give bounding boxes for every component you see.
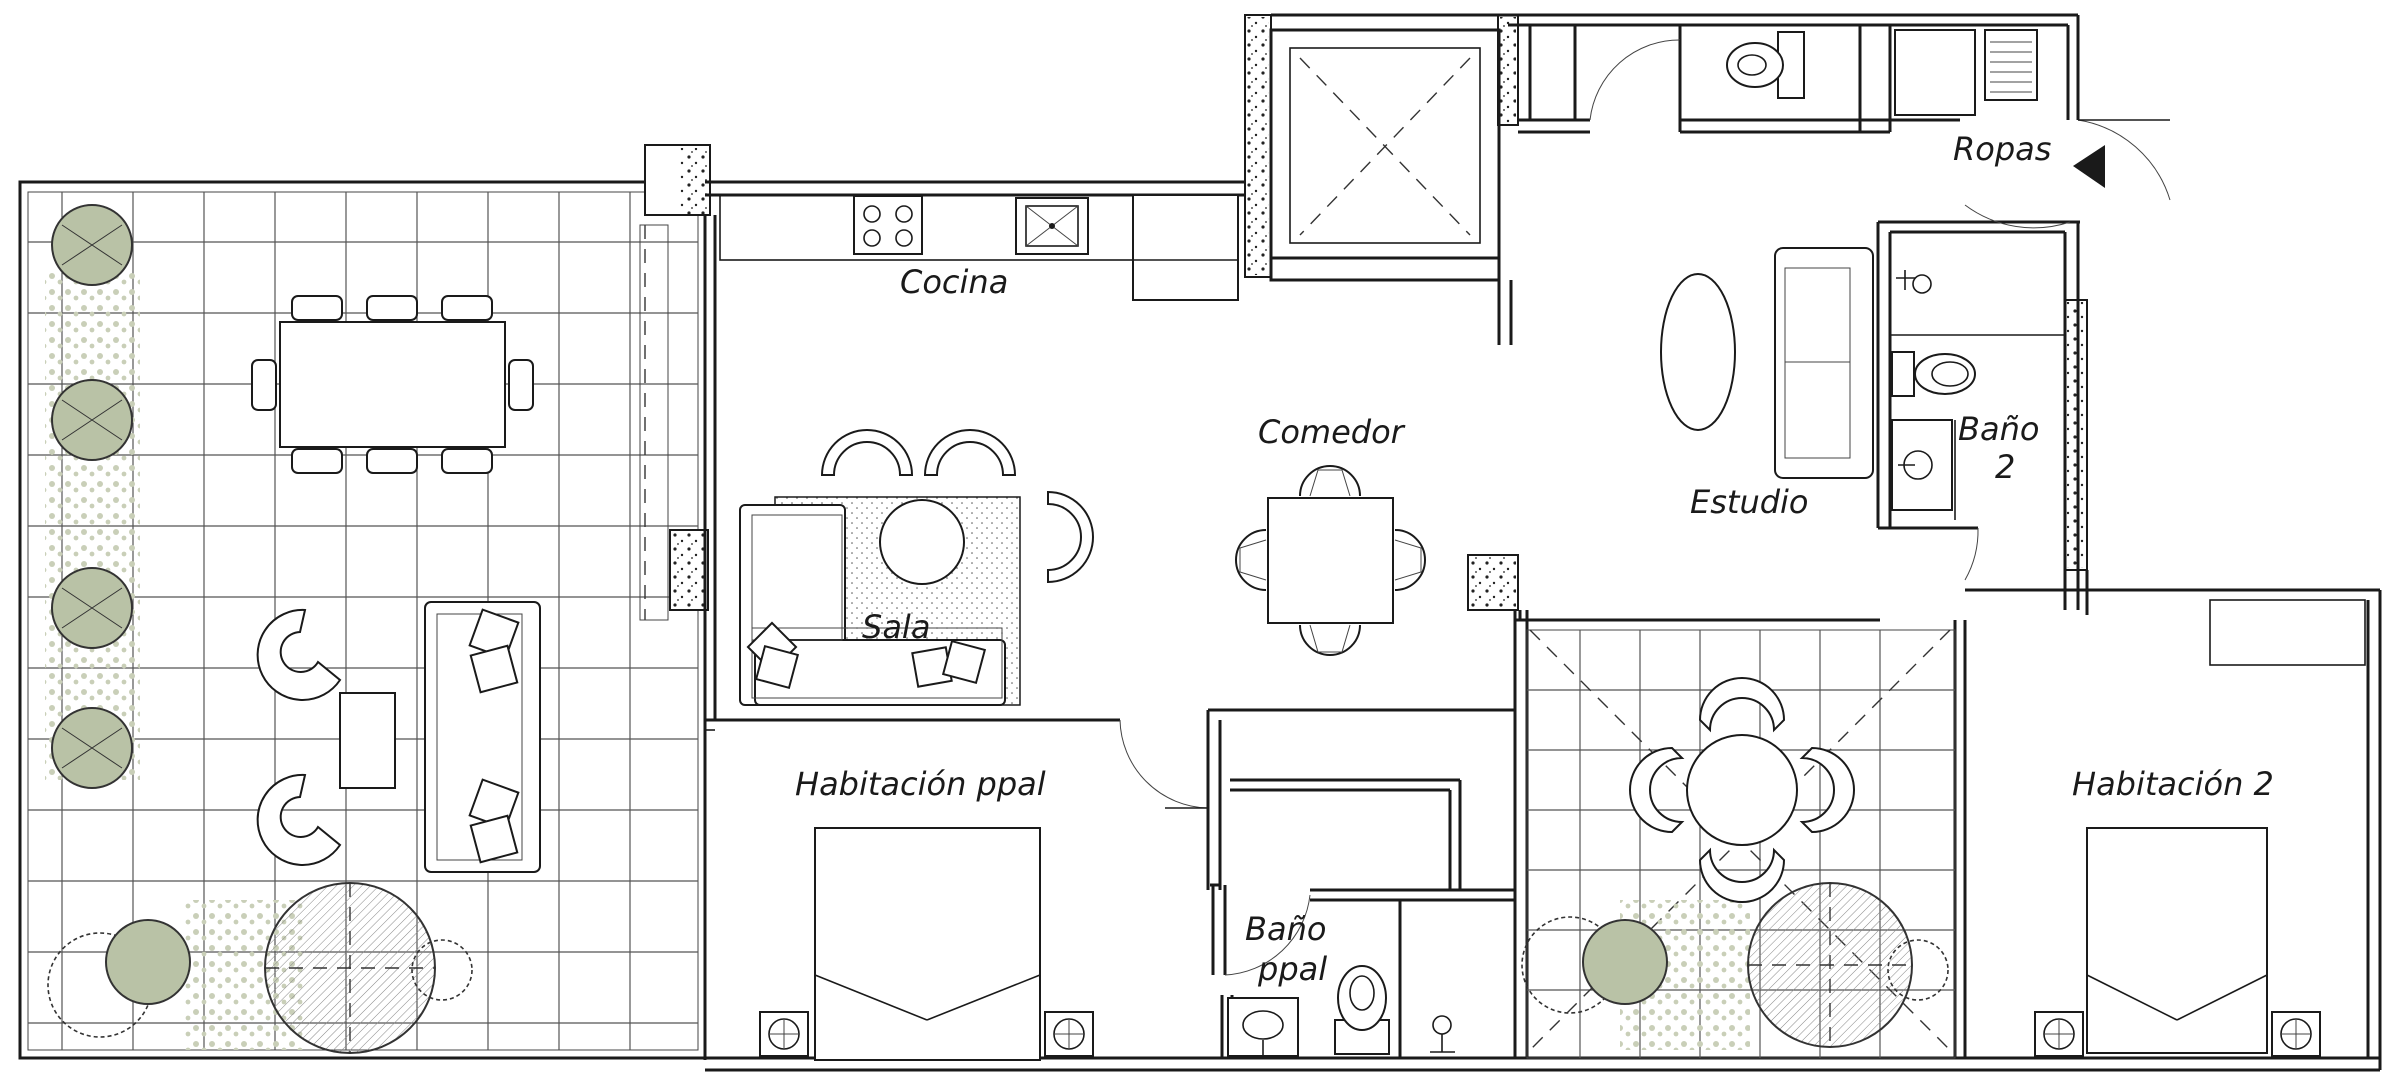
shrub-icon <box>47 919 191 1038</box>
label-bano-2-line2: 2 <box>1995 448 2015 486</box>
fridge <box>1132 194 1239 301</box>
oval-rug <box>1660 273 1736 431</box>
bath2-fixtures <box>1891 270 1976 511</box>
planter <box>45 270 140 780</box>
sink-icon <box>1891 419 1953 511</box>
lounge-chair <box>256 608 342 701</box>
laundry-fixtures <box>1726 29 2105 188</box>
toilet-icon <box>1726 31 1805 99</box>
nightstand-icon <box>759 1011 809 1057</box>
tree-icon <box>1747 882 1949 1048</box>
shower-icon <box>1430 1015 1455 1053</box>
sink-icon <box>1015 197 1089 255</box>
toilet-icon <box>1334 965 1390 1055</box>
label-habitacion-ppal: Habitación ppal <box>795 765 1046 803</box>
label-comedor: Comedor <box>1258 413 1406 451</box>
bed <box>2086 827 2268 1054</box>
patio-area <box>1521 629 1956 1059</box>
label-cocina: Cocina <box>900 263 1008 301</box>
studio-area <box>1660 247 1874 479</box>
outdoor-dining-table <box>251 295 534 474</box>
shrub-icon <box>51 707 133 789</box>
nightstand-icon <box>2271 1011 2321 1057</box>
round-table <box>879 499 965 585</box>
studio-sofa <box>1774 247 1874 479</box>
kitchen-counter <box>719 194 1239 301</box>
laundry-sink-icon <box>1984 29 2038 101</box>
sink-icon <box>1227 997 1299 1057</box>
living-area <box>739 429 1094 706</box>
toilet-icon <box>1891 351 1976 397</box>
bedroom-2 <box>2034 599 2366 1057</box>
shrub-icon <box>51 567 133 649</box>
shrub-icon <box>51 204 133 286</box>
label-habitacion-2: Habitación 2 <box>2072 765 2274 803</box>
coffee-table <box>339 692 396 789</box>
entry-arrow-icon <box>2073 145 2105 188</box>
closet <box>2209 599 2366 666</box>
tree-icon <box>264 882 473 1054</box>
label-bano-2-line1: Baño <box>1958 410 2039 448</box>
terrace-area <box>18 180 707 1060</box>
shrub-icon <box>1521 916 1668 1014</box>
master-bedroom <box>759 827 1094 1061</box>
bath-ppal-fixtures <box>1227 965 1455 1057</box>
stove-icon <box>853 195 923 255</box>
bed <box>814 827 1041 1061</box>
lounge-chair <box>256 773 342 866</box>
label-estudio: Estudio <box>1690 483 1809 521</box>
label-bano-ppal-line1: Baño <box>1245 910 1326 948</box>
patio-table <box>1629 677 1855 903</box>
outdoor-sofa <box>424 601 541 873</box>
label-bano-ppal-line2: ppal <box>1257 950 1327 988</box>
dining-table <box>1235 465 1426 656</box>
washer <box>1894 29 1976 116</box>
nightstand-icon <box>2034 1011 2084 1057</box>
nightstand-icon <box>1044 1011 1094 1057</box>
label-ropas: Ropas <box>1953 130 2051 168</box>
shrub-icon <box>51 379 133 461</box>
label-sala: Sala <box>862 608 930 646</box>
